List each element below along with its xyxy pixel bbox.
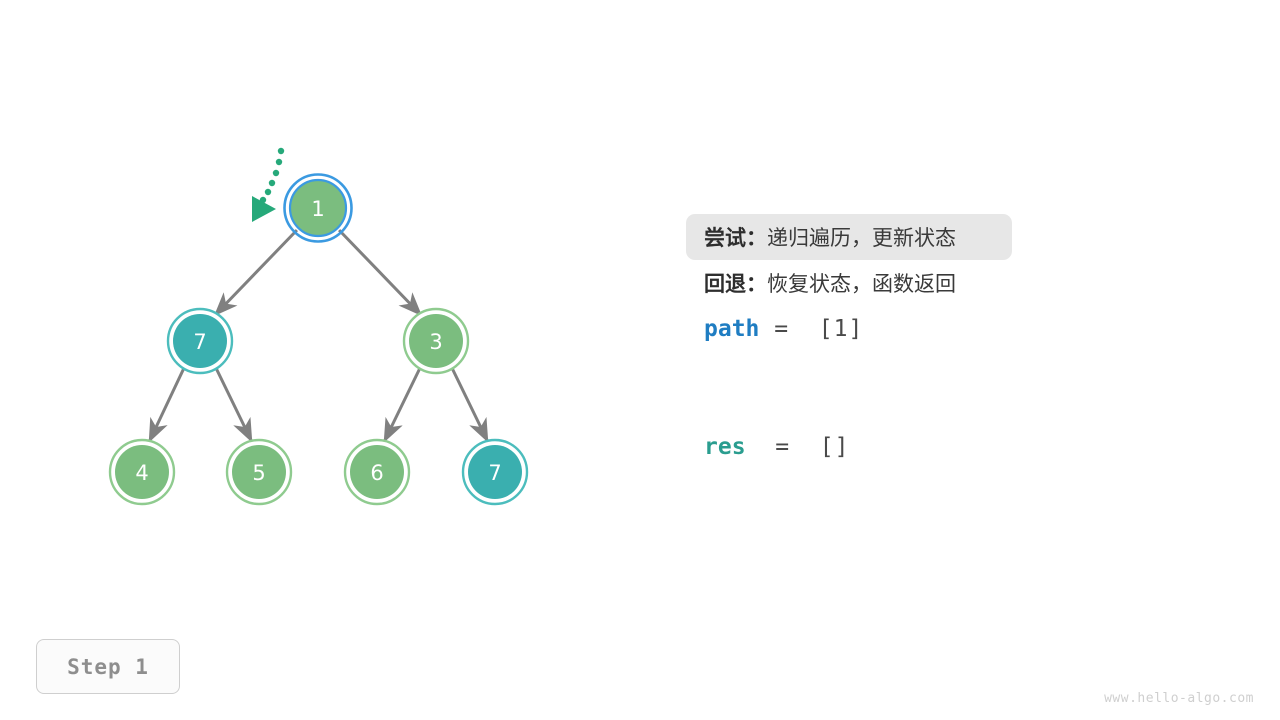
node-label: 6 (370, 461, 383, 485)
node-fill (232, 445, 286, 499)
tree-node-3[interactable]: 3 (402, 307, 470, 375)
node-fill (350, 445, 404, 499)
edge-3-to-7R (450, 367, 489, 443)
node-fill (409, 314, 463, 368)
res-variable-name: res (704, 434, 746, 460)
try-label: 尝试： (704, 227, 767, 250)
backtrack-label: 回退： (704, 273, 767, 296)
node-label: 7 (488, 461, 501, 485)
try-description: 递归遍历，更新状态 (767, 227, 956, 250)
node-label: 7 (193, 330, 206, 354)
pointer-dot (275, 158, 283, 166)
res-variable-value: = [] (745, 434, 850, 460)
node-fill (288, 178, 348, 238)
path-state-line: path = [1] (686, 306, 1206, 352)
node-label: 1 (311, 197, 324, 221)
tree-edges (148, 228, 489, 443)
node-fill (115, 445, 169, 499)
node-label: 4 (135, 461, 148, 485)
path-variable-name: path (704, 316, 760, 342)
tree-node-7-right[interactable]: 7 (461, 438, 529, 506)
recursion-entry-pointer (252, 147, 285, 222)
tree-nodes: 1 7 3 4 (108, 173, 529, 506)
step-label: Step 1 (67, 654, 149, 679)
edge-3-to-6 (383, 367, 422, 443)
tree-node-1[interactable]: 1 (283, 173, 353, 243)
node-label: 5 (252, 461, 265, 485)
backtrack-description: 恢复状态，函数返回 (767, 273, 956, 296)
pointer-dot (277, 147, 285, 155)
edge-7L-to-5 (214, 367, 253, 443)
tree-node-4[interactable]: 4 (108, 438, 176, 506)
info-panel: 尝试：递归遍历，更新状态 回退：恢复状态，函数返回 path = [1] res… (686, 214, 1206, 470)
node-fill (173, 314, 227, 368)
node-active-ring (283, 173, 353, 243)
pointer-dot (268, 179, 276, 187)
try-line: 尝试：递归遍历，更新状态 (686, 214, 1012, 260)
tree-node-5[interactable]: 5 (225, 438, 293, 506)
backtrack-line: 回退：恢复状态，函数返回 (686, 260, 1206, 306)
watermark: www.hello-algo.com (1104, 691, 1254, 706)
pointer-dot (272, 169, 280, 177)
node-fill (468, 445, 522, 499)
watermark-text: www.hello-algo.com (1104, 691, 1254, 706)
edge-7L-to-4 (148, 367, 186, 443)
node-label: 3 (429, 330, 442, 354)
panel-spacer (686, 352, 1206, 424)
edge-1-to-7L (213, 228, 299, 317)
path-variable-value: = [1] (759, 316, 864, 342)
pointer-dot (264, 188, 272, 196)
pointer-arrowhead (252, 196, 276, 222)
tree-node-6[interactable]: 6 (343, 438, 411, 506)
tree-node-7-left[interactable]: 7 (166, 307, 234, 375)
res-state-line: res = [] (686, 424, 1206, 470)
binary-tree-diagram: 1 7 3 4 (108, 147, 529, 506)
step-badge: Step 1 (36, 639, 180, 694)
edge-1-to-3 (337, 228, 423, 317)
